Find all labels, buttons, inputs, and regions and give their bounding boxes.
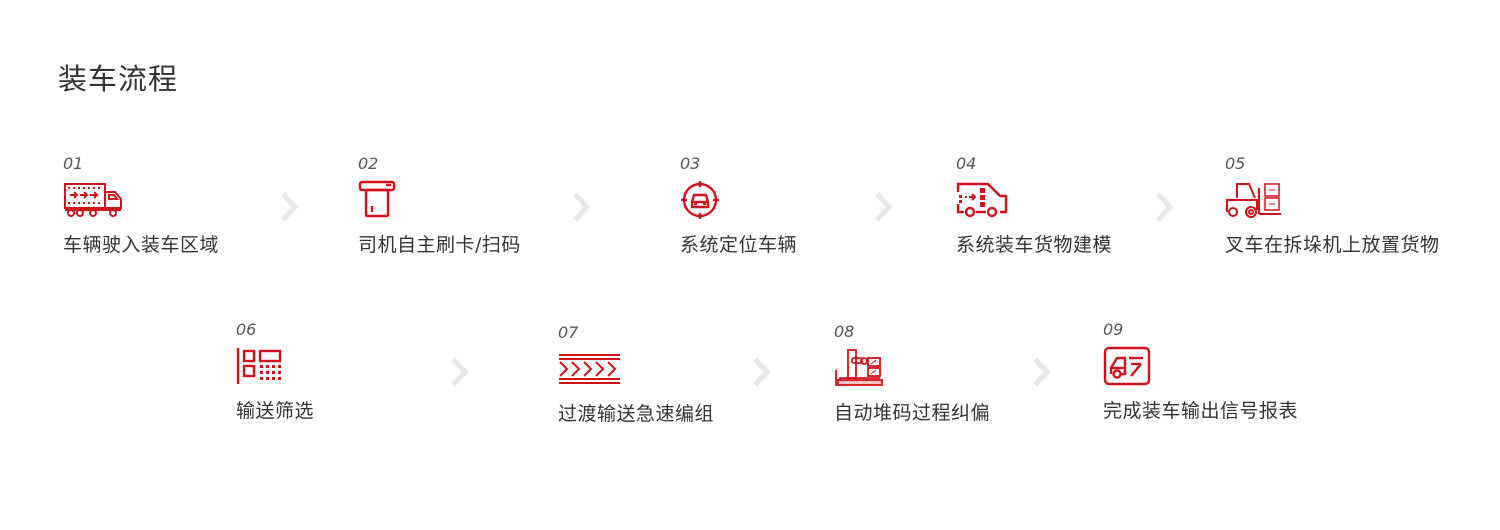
step-label: 车辆驶入装车区域 [63, 234, 220, 256]
step-label: 司机自主刷卡/扫码 [358, 234, 521, 256]
conveyor-filter-icon [236, 346, 302, 386]
step-08: 08 自动堆码过程纠偏 [834, 322, 990, 425]
step-03: 03 系统定位车辆 [680, 154, 797, 257]
chevron-right-icon [281, 192, 299, 222]
chevron-right-icon [451, 357, 469, 387]
card-reader-icon [358, 180, 424, 220]
step-05: 05 叉车在拆垛机上放置货物 [1225, 154, 1440, 257]
chevron-right-icon [1033, 357, 1051, 387]
step-number: 05 [1225, 154, 1246, 173]
truck-arrows-icon [63, 180, 129, 220]
step-number: 03 [680, 154, 701, 173]
step-label: 输送筛选 [236, 400, 315, 422]
target-car-icon [680, 180, 746, 220]
step-number: 04 [956, 154, 977, 173]
step-number: 02 [358, 154, 379, 173]
step-07: 07 过渡输送急速编组 [558, 323, 714, 426]
chevron-right-icon [753, 357, 771, 387]
step-label: 自动堆码过程纠偏 [834, 402, 991, 424]
van-modeling-icon [956, 180, 1022, 220]
chevron-right-icon [1156, 192, 1174, 222]
step-02: 02 司机自主刷卡/扫码 [358, 154, 521, 257]
chevron-right-icon [573, 192, 591, 222]
page-title: 装车流程 [58, 62, 179, 96]
step-01: 01 车辆驶入装车区域 [63, 154, 219, 257]
step-09: 09 完成装车输出信号报表 [1103, 320, 1298, 423]
step-number: 07 [558, 323, 579, 342]
truck-report-icon [1103, 346, 1169, 386]
step-number: 09 [1103, 320, 1124, 339]
step-number: 08 [834, 322, 855, 341]
robot-palletizer-icon [834, 348, 900, 388]
step-label: 完成装车输出信号报表 [1103, 400, 1299, 422]
step-label: 系统装车货物建模 [956, 234, 1113, 256]
step-label: 叉车在拆垛机上放置货物 [1225, 234, 1440, 256]
step-06: 06 输送筛选 [236, 320, 314, 423]
step-number: 01 [63, 154, 84, 173]
step-04: 04 系统装车货物建模 [956, 154, 1112, 257]
chevron-right-icon [875, 192, 893, 222]
forklift-icon [1225, 180, 1291, 220]
step-number: 06 [236, 320, 257, 339]
step-label: 系统定位车辆 [680, 234, 798, 256]
step-label: 过渡输送急速编组 [558, 403, 715, 425]
conveyor-arrows-icon [558, 349, 624, 389]
